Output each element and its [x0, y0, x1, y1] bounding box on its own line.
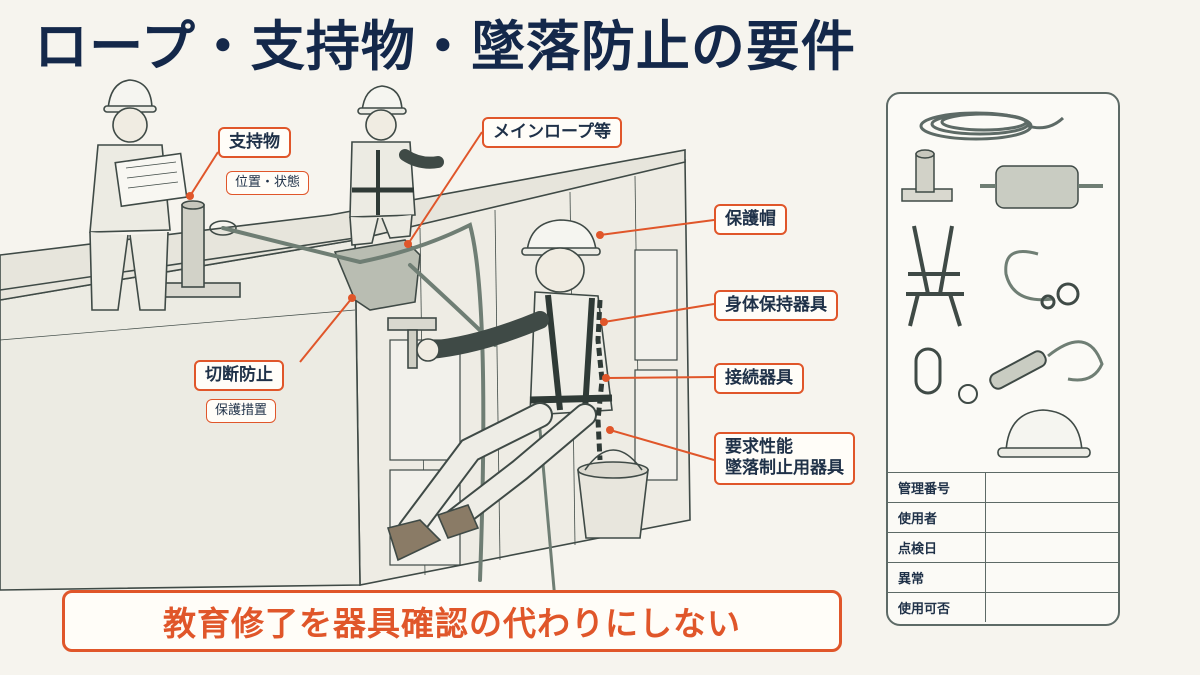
supervisor-worker [89, 79, 188, 311]
lanyard-icon [1004, 250, 1080, 310]
checklist-label: 使用可否 [888, 592, 986, 622]
helmet-icon [997, 409, 1091, 458]
checklist-value[interactable] [985, 472, 1118, 503]
callout-lines [189, 131, 715, 461]
rope-worker [386, 219, 649, 562]
checklist-label: 管理番号 [888, 472, 986, 503]
pointing-worker [349, 85, 444, 246]
label-cut-prevention: 切断防止 [194, 360, 284, 392]
label-fall-arrest-line2: 墜落制止用器具 [725, 458, 844, 479]
checklist-row: 管理番号 [888, 472, 1118, 503]
label-harness: 身体保持器具 [714, 290, 838, 322]
label-helmet: 保護帽 [714, 204, 787, 236]
label-fall-arrest: 要求性能 墜落制止用器具 [714, 432, 855, 485]
checklist-value[interactable] [985, 532, 1118, 563]
checklist-row: 使用可否 [888, 592, 1118, 622]
label-cut-prevention-sub: 保護措置 [206, 399, 277, 424]
checklist-value[interactable] [985, 502, 1118, 533]
checklist-label: 使用者 [888, 502, 986, 533]
label-support-sub: 位置・状態 [226, 171, 310, 196]
label-main-rope: メインロープ等 [482, 117, 622, 149]
equipment-icons [901, 111, 1104, 458]
checklist-row: 使用者 [888, 502, 1118, 533]
checklist-value[interactable] [985, 592, 1118, 622]
checklist-row: 点検日 [888, 532, 1118, 563]
warning-banner: 教育修了を器具確認の代わりにしない [62, 590, 842, 652]
label-fall-arrest-line1: 要求性能 [725, 437, 793, 457]
anchor-post-icon [901, 149, 953, 202]
carabiner-icon [914, 347, 942, 395]
equipment-panel: 管理番号 使用者 点検日 異常 使用可否 [886, 92, 1120, 626]
descender-icon [958, 340, 1104, 404]
checklist-table: 管理番号 使用者 点検日 異常 使用可否 [888, 472, 1118, 622]
checklist-label: 点検日 [888, 532, 986, 563]
harness-icon [906, 225, 964, 327]
anchor-post [149, 200, 241, 298]
label-connector: 接続器具 [714, 363, 804, 395]
squeegee [387, 317, 437, 369]
page-title: ロープ・支持物・墜落防止の要件 [34, 15, 856, 78]
rope-protector-icon [980, 165, 1103, 209]
label-support: 支持物 [218, 127, 291, 159]
checklist-row: 異常 [888, 562, 1118, 593]
coiled-rope-icon [919, 111, 1065, 141]
checklist-label: 異常 [888, 562, 986, 593]
callout-dots [186, 192, 614, 434]
checklist-value[interactable] [985, 562, 1118, 593]
